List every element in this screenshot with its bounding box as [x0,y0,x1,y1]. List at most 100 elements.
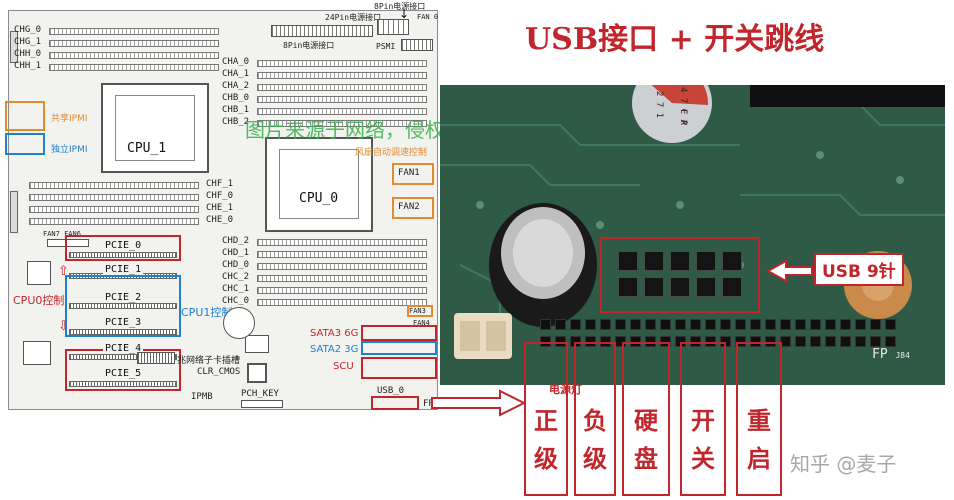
pcie2-slot [69,303,177,309]
pcie0-label: PCIE_0 [103,240,144,251]
sata2-label: SATA2 3G [310,344,359,355]
down-arrow-icon: ↓ [399,7,410,21]
fan-auto-label: 风扇自动调速控制 [355,148,428,158]
left-port-mid [10,191,18,233]
bios-chip [245,335,269,353]
jumper-text-bottom: 关 [691,444,715,473]
jumper-text-bottom: 启 [747,444,771,473]
usb9-header-highlight [600,237,760,313]
usb9-label-box: USB 9针 [814,253,904,286]
jumper-power-led-negative: 负 级 [574,342,616,496]
dimm-label: CHH_1 [14,61,42,71]
cpu1-label: CPU_1 [127,141,167,156]
author-signature: 知乎 @麦子 [790,452,897,476]
dimm-label: CHA_1 [222,69,250,79]
scu-label: SCU [333,361,354,372]
cpu0-control-label: CPU0控制 [13,294,65,307]
sata3-label: SATA3 6G [310,328,359,339]
jumper-power-led-positive: 正 级 [524,342,568,496]
fp-photo-label: FP [872,347,888,362]
dimm-slot [257,251,427,258]
pin8-top-label: 8Pin电源接口 [374,2,426,11]
jumper-hdd-led: 硬 盘 [622,342,670,496]
round-battery [223,307,255,339]
pcie3-slot [69,329,177,335]
fan0-label: FAN 0 [417,13,439,21]
cpu0-label: CPU_0 [299,191,339,206]
jumper-text-bottom: 级 [583,444,607,473]
dimm-slot [257,263,427,270]
fp-label: FP [423,399,434,409]
jumper-text-top: 正 [534,406,558,435]
arrow-up-icon: ⇧ [58,264,69,279]
left-port-top [10,31,18,63]
dimm-slot [257,120,427,127]
usb0-header [371,396,419,410]
nic-slot-label: 兆网络子卡插槽 [177,356,241,366]
motherboard-diagram: 8Pin电源接口 24Pin电源接口 FAN 0 ↓ 8Pin电源接口 PSMI… [5,2,439,410]
fan4-label: FAN4 [413,319,430,327]
chip-block [27,261,51,285]
dimm-slot [49,52,219,59]
pin8-mid-label: 8Pin电源接口 [283,41,335,50]
nic-card-connector [137,352,175,364]
dimm-slot [257,60,427,67]
cpu1-socket: CPU_1 [101,83,209,173]
pcb-traces [440,85,945,385]
clr-cmos-label: CLR_CMOS [197,367,241,377]
dimm-label: CHC_1 [222,284,250,294]
usb9-header-pins [618,251,748,301]
dimm-label: CHE_1 [206,203,234,213]
dimm-slot [257,275,427,282]
cpu1-control-label: CPU1控制 [181,306,233,319]
dimm-label: CHF_1 [206,179,234,189]
j84-label: J84 [895,351,910,360]
dimm-label: CHA_0 [222,57,250,67]
pcie5-slot [69,381,177,387]
dimm-label: CHG_0 [14,25,42,35]
dimm-slot [257,287,427,294]
dimm-slot [257,72,427,79]
dimm-slot [257,299,427,306]
dimm-label: CHF_0 [206,191,234,201]
pin24-label: 24Pin电源接口 [325,13,382,22]
power-led-label: 电源灯 [549,383,582,396]
link-arrow-icon [431,389,527,417]
cpu1-pcie-highlight [65,275,181,337]
shared-ipmi-label: 共享IPMI [51,114,88,124]
cpu0-socket: CPU_0 [265,137,373,232]
sata2-ports [361,341,437,355]
jumper-text-top: 负 [583,406,607,435]
dimm-slot [49,64,219,71]
dimm-slot [49,28,219,35]
usb0-label: USB_0 [377,386,405,396]
dimm-label: CHE_0 [206,215,234,225]
pcie4-label: PCIE_4 [103,343,144,354]
dimm-label: CHG_1 [14,37,42,47]
shared-ipmi-port [5,101,45,131]
pcie0-highlight [65,235,181,261]
psmi-connector [401,39,433,51]
fp-silkscreen: FP J84 [872,347,910,362]
dimm-slot [29,194,199,201]
fan3-label: FAN3 [409,307,426,315]
cap-text-1: 4 7 C A [678,87,688,125]
jumper-text-top: 硬 [634,406,658,435]
capacitor-marking: 4 7 C A [666,87,688,125]
dimm-slot [257,108,427,115]
cmos-battery [247,363,267,383]
pch-key-connector [241,400,283,408]
ipmb-label: IPMB [191,392,213,402]
jumper-power-switch: 开 关 [680,342,726,496]
psmi-label: PSMI [376,42,396,51]
dimm-slot [29,206,199,213]
dimm-slot [49,40,219,47]
dimm-slot [257,96,427,103]
jumper-text-top: 重 [747,406,771,435]
arrow-down-icon: ⇩ [58,319,69,334]
pcie0-slot [69,252,177,258]
jumper-text-top: 开 [691,406,715,435]
usb9-label: USB 9针 [822,262,896,282]
capacitor-marking-2: 2 7 1 [654,91,664,119]
dimm-label: CHC_2 [222,272,250,282]
